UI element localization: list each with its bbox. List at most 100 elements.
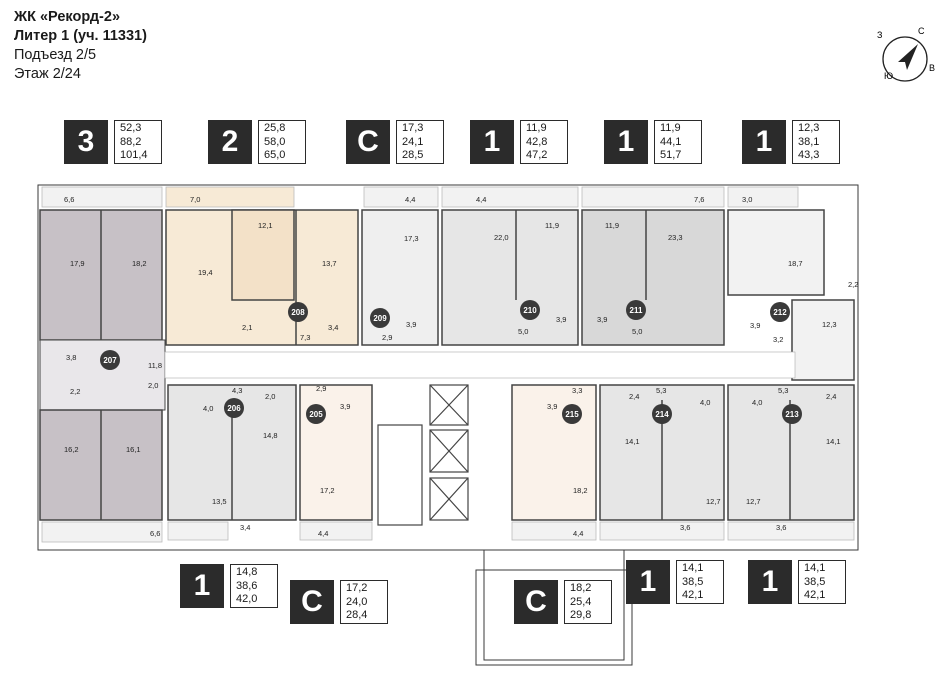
room-area-label: 17,3 <box>404 234 419 243</box>
liter-name: Литер 1 (уч. 11331) <box>14 28 147 44</box>
unit-marker[interactable] <box>520 300 540 320</box>
area-total: 88,2 <box>120 135 142 148</box>
room-area-label: 4,4 <box>476 195 486 204</box>
room-area-label: 3,9 <box>547 402 557 411</box>
area-full: 65,0 <box>264 149 286 161</box>
area-total: 42,8 <box>526 135 548 148</box>
area-total: 38,5 <box>682 575 704 588</box>
rooms-count: 1 <box>748 560 792 604</box>
room-area-label: 5,3 <box>778 386 788 395</box>
areas-box: 17,2 24,0 28,4 <box>340 580 388 624</box>
unit-205[interactable] <box>299 384 373 521</box>
area-full: 42,1 <box>682 589 704 601</box>
room-area-label: 3,4 <box>328 323 338 332</box>
room-area-label: 4,4 <box>573 529 583 538</box>
unit-marker[interactable] <box>100 350 120 370</box>
unit-marker[interactable] <box>626 300 646 320</box>
rooms-count: С <box>290 580 334 624</box>
areas-box: 14,1 38,5 42,1 <box>798 560 846 604</box>
unit-marker[interactable] <box>782 404 802 424</box>
area-living: 18,2 <box>570 582 592 594</box>
room-area-label: 12,3 <box>822 320 837 329</box>
areas-box: 52,3 88,2 101,4 <box>114 120 162 164</box>
rooms-count: 2 <box>208 120 252 164</box>
unit-marker[interactable] <box>770 302 790 322</box>
room-area-label: 2,9 <box>382 333 392 342</box>
room-area-label: 7,3 <box>300 333 310 342</box>
entrance-info: Подъезд 2/5 <box>14 47 97 63</box>
complex-name: ЖК «Рекорд-2» <box>14 9 121 25</box>
room-area-label: 5,0 <box>632 327 642 336</box>
areas-box: 11,9 42,8 47,2 <box>520 120 568 164</box>
room-area-label: 2,1 <box>242 323 252 332</box>
room-area-label: 2,2 <box>70 387 80 396</box>
room-area-label: 4,0 <box>700 398 710 407</box>
room-area-label: 5,3 <box>656 386 666 395</box>
room-area-label: 11,9 <box>605 221 619 230</box>
room-area-label: 4,0 <box>203 404 213 413</box>
room-area-label: 5,0 <box>518 327 528 336</box>
unit-number: 212 <box>773 308 787 317</box>
unit-208[interactable] <box>165 209 359 346</box>
unit-number: 207 <box>103 356 117 365</box>
areas-box: 11,9 44,1 51,7 <box>654 120 702 164</box>
unit-marker[interactable] <box>370 308 390 328</box>
unit-number: 208 <box>291 308 305 317</box>
unit-marker[interactable] <box>288 302 308 322</box>
area-full: 28,5 <box>402 149 424 161</box>
area-full: 28,4 <box>346 609 368 621</box>
areas-box: 17,3 24,1 28,5 <box>396 120 444 164</box>
area-full: 51,7 <box>660 149 682 161</box>
area-full: 47,2 <box>526 149 548 161</box>
unit-215[interactable] <box>511 384 597 521</box>
room-area-label: 11,8 <box>148 361 162 370</box>
area-living: 25,8 <box>264 122 286 134</box>
unit-number: 214 <box>655 410 669 419</box>
room-area-label: 16,1 <box>126 445 141 454</box>
room-area-label: 6,6 <box>150 529 160 538</box>
unit-number: 206 <box>227 404 241 413</box>
area-total: 44,1 <box>660 135 682 148</box>
room-area-label: 4,4 <box>405 195 415 204</box>
room-area-label: 2,2 <box>848 280 858 289</box>
rooms-count: С <box>514 580 558 624</box>
rooms-count: 1 <box>180 564 224 608</box>
unit-number: 210 <box>523 306 537 315</box>
room-area-label: 7,0 <box>190 195 200 204</box>
area-full: 43,3 <box>798 149 820 161</box>
room-area-label: 12,1 <box>258 221 273 230</box>
rooms-count: 3 <box>64 120 108 164</box>
room-area-label: 4,3 <box>232 386 242 395</box>
room-area-label: 14,1 <box>826 437 841 446</box>
area-living: 11,9 <box>660 122 681 134</box>
areas-box: 12,3 38,1 43,3 <box>792 120 840 164</box>
area-living: 17,2 <box>346 582 368 594</box>
unit-marker[interactable] <box>652 404 672 424</box>
room-area-label: 13,5 <box>212 497 227 506</box>
area-living: 14,8 <box>236 566 258 578</box>
room-area-label: 3,6 <box>680 523 690 532</box>
compass-west: З <box>877 30 882 40</box>
room-area-label: 3,3 <box>572 386 582 395</box>
room-area-label: 17,9 <box>70 259 85 268</box>
room-area-label: 3,0 <box>742 195 752 204</box>
room-area-label: 18,2 <box>132 259 147 268</box>
compass-icon: С З В Ю <box>877 26 935 82</box>
rooms-count: 1 <box>626 560 670 604</box>
room-area-label: 11,9 <box>545 221 559 230</box>
unit-210[interactable] <box>441 209 579 346</box>
unit-marker[interactable] <box>562 404 582 424</box>
room-area-label: 18,2 <box>573 486 588 495</box>
unit-number: 215 <box>565 410 579 419</box>
unit-marker[interactable] <box>306 404 326 424</box>
unit-211[interactable] <box>581 209 725 346</box>
unit-212[interactable] <box>727 209 855 381</box>
rooms-count: 1 <box>470 120 514 164</box>
area-full: 29,8 <box>570 609 592 621</box>
unit-207[interactable] <box>39 209 166 521</box>
area-total: 38,1 <box>798 135 820 148</box>
compass-north: С <box>918 26 925 36</box>
room-area-label: 3,9 <box>340 402 350 411</box>
unit-marker[interactable] <box>224 398 244 418</box>
